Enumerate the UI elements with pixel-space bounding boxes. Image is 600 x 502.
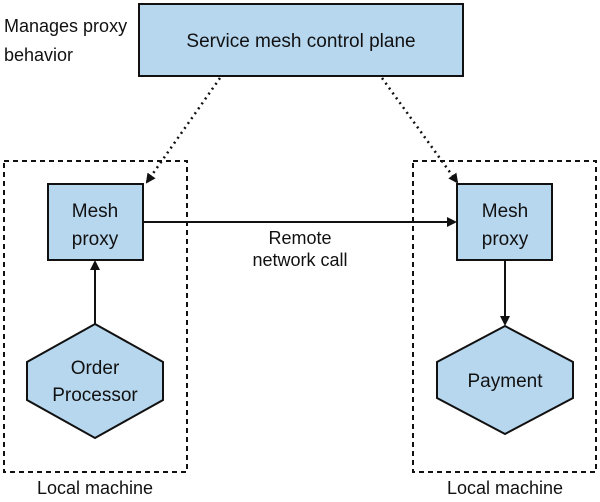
mesh-proxy-left-line-2: proxy (72, 229, 119, 250)
local-machine-label-right: Local machine (447, 478, 563, 498)
annotation-line-2: behavior (4, 45, 73, 65)
mesh-proxy-left-line-1: Mesh (72, 201, 118, 222)
local-machine-container-right (412, 160, 597, 473)
local-machine-container-left (3, 160, 188, 473)
control-plane-label: Service mesh control plane (186, 31, 415, 52)
order-processor-line-1: Order (71, 358, 120, 379)
control-arrow-left (145, 77, 222, 184)
order-processor-line-2: Processor (52, 385, 138, 406)
control-plane-box (138, 3, 464, 77)
payment-service (436, 324, 574, 436)
mesh-proxy-right-line-2: proxy (482, 229, 529, 250)
control-arrow-right (380, 77, 459, 184)
remote-call-label-line-1: Remote (268, 228, 331, 248)
mesh-proxy-right-line-1: Mesh (482, 201, 528, 222)
remote-call-label-line-2: network call (252, 250, 347, 270)
order-processor-service (26, 322, 164, 440)
local-machine-label-left: Local machine (37, 478, 153, 498)
mesh-proxy-left (47, 183, 144, 261)
mesh-proxy-right (456, 183, 553, 261)
payment-label: Payment (468, 371, 544, 392)
annotation-line-1: Manages proxy (4, 16, 127, 36)
